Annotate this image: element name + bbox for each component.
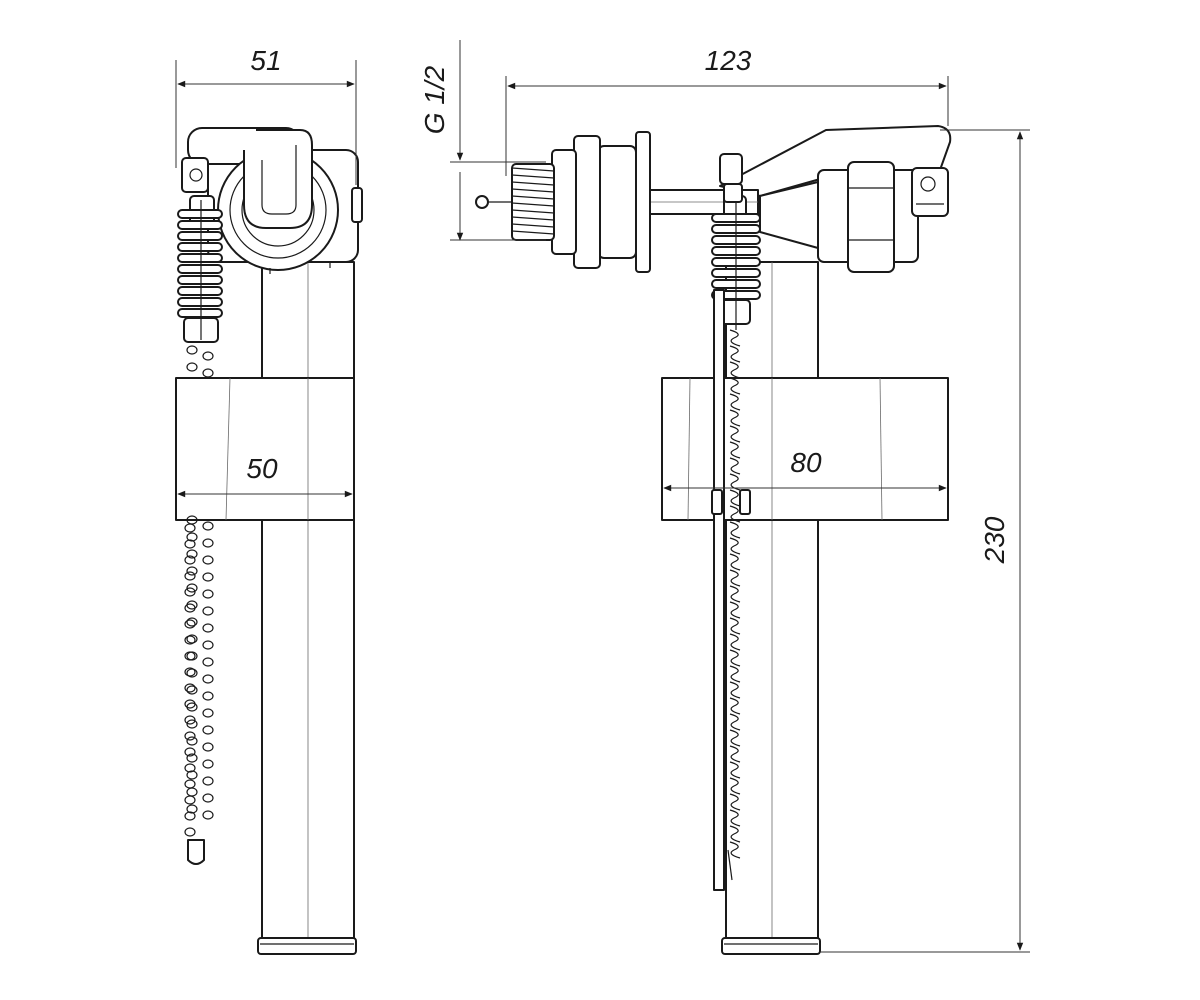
- dim-label-thread: G 1/2: [419, 65, 450, 134]
- front-view: 123 G 1/2 80 230: [419, 40, 1030, 955]
- front-valve-head: [719, 125, 952, 273]
- dim-side-float: 50: [177, 453, 353, 498]
- dim-side-width: 51: [175, 45, 357, 185]
- side-tube: [257, 261, 357, 955]
- front-inlet-shank: [475, 131, 759, 273]
- side-spring: [177, 195, 223, 343]
- dim-overall-length: 123: [505, 45, 949, 176]
- side-view: 51 50: [175, 45, 363, 955]
- side-chain: [184, 345, 214, 865]
- dim-label-side-width: 51: [250, 45, 281, 76]
- dim-label-overall-height: 230: [979, 516, 1010, 564]
- front-tube: [721, 261, 821, 955]
- dim-overall-height: 230: [820, 129, 1030, 953]
- dim-label-side-float: 50: [246, 453, 278, 484]
- dim-label-front-float: 80: [790, 447, 822, 478]
- front-float: [661, 377, 949, 521]
- dim-front-float: 80: [663, 447, 947, 492]
- thread-g12: [511, 163, 555, 241]
- side-float: [175, 377, 355, 521]
- dim-thread: G 1/2: [419, 40, 546, 241]
- side-valve-head: [181, 127, 363, 274]
- dim-label-overall-length: 123: [705, 45, 752, 76]
- front-rod: [711, 289, 751, 891]
